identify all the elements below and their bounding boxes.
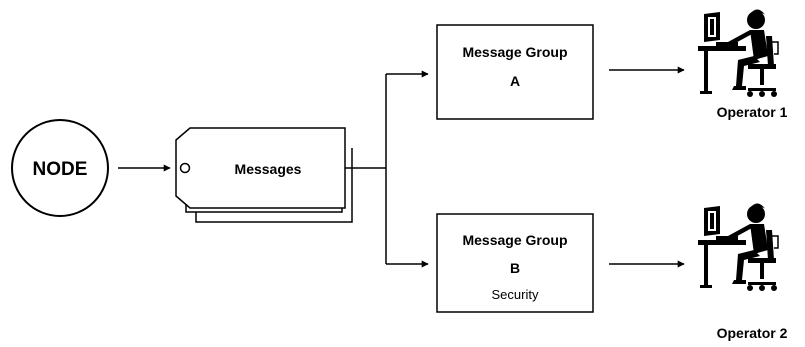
node-circle: NODE: [11, 119, 109, 217]
operator-2: Operator 2: [697, 202, 788, 341]
group-b-note: Security: [492, 287, 539, 302]
operator-1-label: Operator 1: [717, 104, 788, 120]
operator-at-workstation-icon: [697, 8, 779, 98]
group-b-title: Message Group: [462, 232, 567, 248]
messages-label: Messages: [235, 161, 302, 177]
message-group-b: Message Group B Security: [436, 213, 594, 313]
operator-at-workstation-icon: [697, 202, 779, 292]
group-a-title: Message Group: [462, 44, 567, 60]
node-label: NODE: [33, 159, 88, 180]
group-b-letter: B: [510, 260, 520, 276]
operator-2-label: Operator 2: [717, 325, 788, 341]
group-a-letter: A: [510, 73, 520, 89]
message-group-a: Message Group A: [436, 24, 594, 120]
messages-stack: Messages: [175, 127, 353, 223]
tag-hole-icon: [179, 162, 191, 174]
operator-1: Operator 1: [697, 8, 788, 120]
